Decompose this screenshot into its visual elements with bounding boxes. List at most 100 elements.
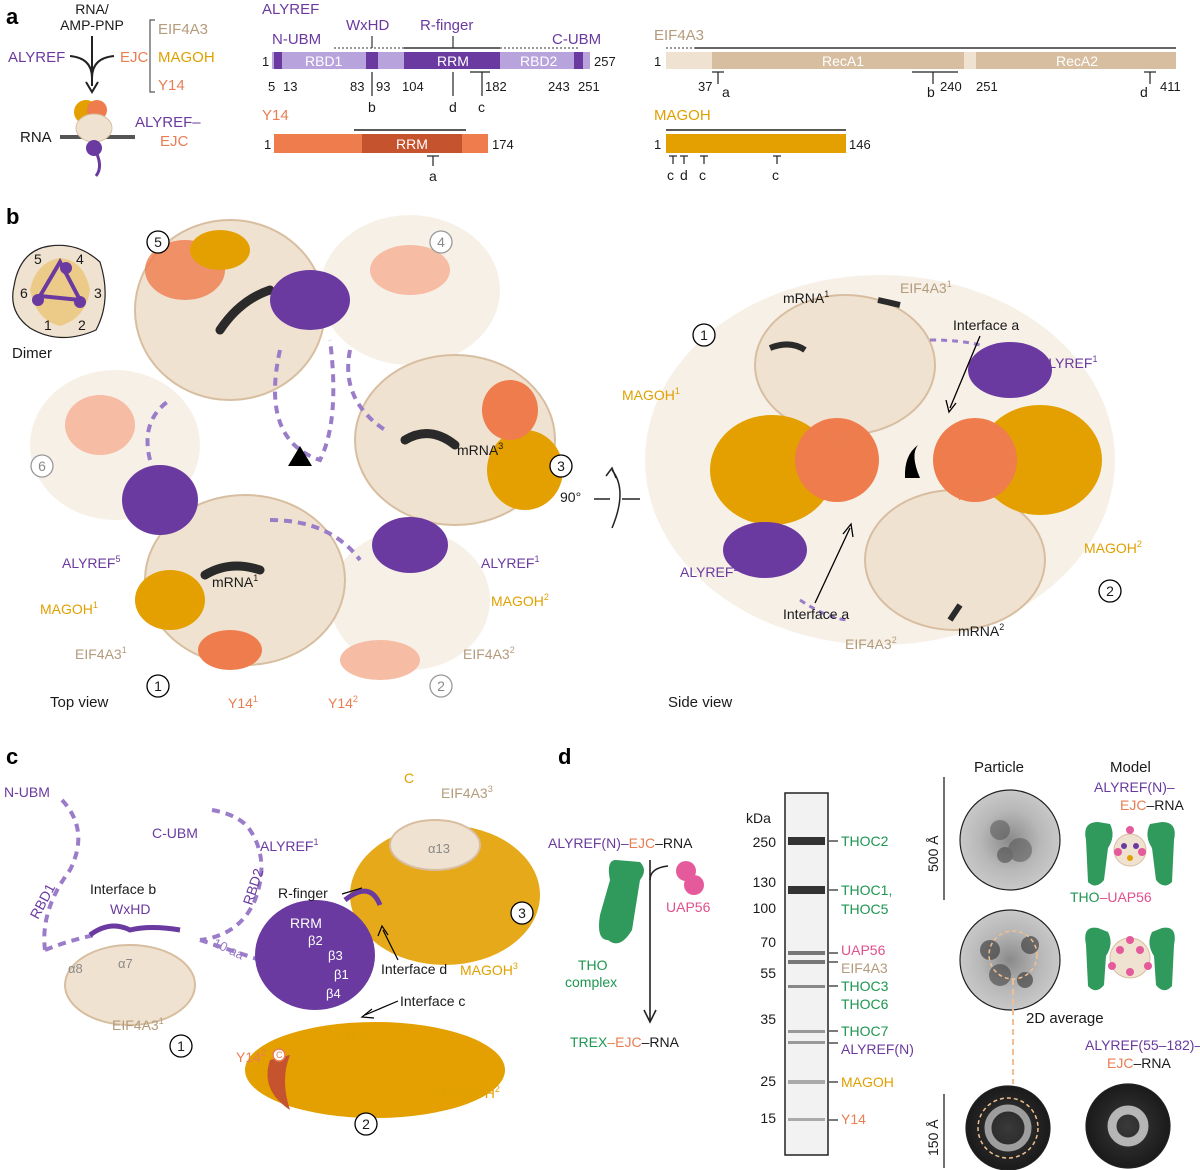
eif4a3-end: 411: [1160, 79, 1181, 94]
top-eif4a3-2: EIF4A32: [463, 645, 515, 662]
em-particle-header: Particle: [974, 759, 1024, 776]
sds-page-gel: kDa 250 130 100 70 55 35 25: [746, 792, 914, 1156]
c-c-circle: C: [276, 1050, 283, 1060]
threefold-axis-icon: [288, 446, 312, 466]
c-circle-3: 3: [518, 905, 526, 921]
complex-label-1: ALYREF–: [135, 114, 201, 131]
c-alyref1: ALYREF1: [260, 837, 318, 854]
alyref-site-b: b: [368, 99, 376, 115]
scheme-uap56: UAP56: [666, 899, 711, 915]
c-beta1: β1: [334, 967, 349, 982]
alyref-bar-title: ALYREF: [262, 1, 319, 18]
scheme-bottom-label: TREX–EJC–RNA: [570, 1034, 680, 1050]
panel-label-a: a: [6, 4, 19, 29]
inset-label-4: 4: [76, 251, 84, 267]
scheme-tho-1: THO: [578, 957, 608, 973]
panel-label-d: d: [558, 744, 571, 769]
alyref-end: 257: [594, 54, 616, 69]
side-magoh2: MAGOH2: [1084, 539, 1142, 556]
band-thoc1: THOC1,: [841, 882, 892, 898]
avg-header: 2D average: [1026, 1010, 1104, 1027]
tho-complex-icon: [599, 860, 644, 944]
panel-b: b 5 4 6 3 1 2 Dimer: [6, 204, 1142, 711]
y14-domain-map: Y14 RRM 1 174 a: [262, 107, 514, 184]
side-mrna2: mRNA2: [958, 622, 1004, 639]
em-particle-1: [959, 789, 1061, 891]
side-magoh1: MAGOH1: [622, 386, 680, 403]
alyref-tick-93: 93: [376, 79, 390, 94]
side-alyref1: ALYREF1: [1039, 354, 1097, 371]
top-view-circles: 5 4 6 3 1 2: [30, 230, 573, 698]
amp-pnp-label: AMP-PNP: [60, 17, 124, 33]
gel-bands: [788, 837, 825, 1121]
c-circle-2: 2: [362, 1116, 370, 1132]
alyref-tick-251: 251: [578, 79, 600, 94]
y14-rrm-label: RRM: [396, 136, 428, 152]
top-circle-4: 4: [437, 234, 445, 250]
gel-band-labels: THOC2 THOC1, THOC5 UAP56 EIF4A3 THOC3 TH…: [841, 833, 914, 1127]
inset-label-2: 2: [78, 317, 86, 333]
gel-lane: [784, 792, 829, 1156]
c-n-terminus: N: [346, 1029, 356, 1045]
reca1-label: RecA1: [822, 53, 864, 69]
model-cartoon-1: [1085, 822, 1175, 886]
alyref-tick-104: 104: [402, 79, 424, 94]
inset-label-5: 5: [34, 251, 42, 267]
inset-label-1: 1: [44, 317, 52, 333]
top-magoh1: MAGOH1: [40, 600, 98, 617]
panel-c: c N-UBM C-UBM ALYREF1 RBD1: [4, 744, 540, 1136]
c-alpha3: α3: [265, 1001, 280, 1016]
eif4a3-bar-title: EIF4A3: [654, 27, 704, 44]
c-c-terminus: C: [404, 770, 414, 786]
eif4a3-start: 1: [654, 54, 661, 69]
top-eif4a3-1: EIF4A31: [75, 645, 127, 662]
scale-label-150: 150 Å: [925, 1119, 941, 1156]
panel-a: a RNA/ AMP-PNP ALYREF EJC EIF4A3 MAGOH Y…: [6, 1, 1181, 184]
band-thoc7: THOC7: [841, 1023, 889, 1039]
reca2-label: RecA2: [1056, 53, 1098, 69]
panel-d: d ALYREF(N)–EJC–RNA UAP56 THO complex TR…: [548, 744, 1200, 1170]
band-eif4a3: EIF4A3: [841, 960, 888, 976]
c-r-finger: R-finger: [278, 885, 328, 901]
c-n-ubm: N-UBM: [4, 784, 50, 800]
alyref-tick-5: 5: [268, 79, 275, 94]
complex-label-2: EJC: [160, 133, 189, 150]
trex-assembly-scheme: ALYREF(N)–EJC–RNA UAP56 THO complex TREX…: [548, 835, 711, 1050]
alyref-label: ALYREF: [8, 49, 65, 66]
avg2-label-2: EJC–RNA: [1107, 1055, 1171, 1071]
alyref-site-c: c: [478, 99, 485, 115]
avg2-label-1: ALYREF(55–182)–: [1085, 1037, 1200, 1053]
magoh-label: MAGOH: [158, 49, 215, 66]
twofold-axis-icon: [904, 445, 920, 478]
side-mrna1: mRNA1: [783, 289, 829, 306]
side-y14-2: Y142: [955, 486, 985, 503]
c-interface-c: Interface c: [400, 993, 465, 1009]
alyref-tick-83: 83: [350, 79, 364, 94]
top-mrna3: mRNA3: [457, 441, 503, 458]
band-uap56: UAP56: [841, 942, 886, 958]
side-eif4a3-2: EIF4A32: [845, 635, 897, 652]
side-circle-1: 1: [700, 327, 708, 343]
panel-label-b: b: [6, 204, 19, 229]
inset-label-3: 3: [94, 285, 102, 301]
top-circle-1: 1: [154, 678, 162, 694]
top-circle-3: 3: [557, 458, 565, 474]
marker-70: 70: [760, 934, 776, 950]
band-y14: Y14: [841, 1111, 866, 1127]
panel-label-c: c: [6, 744, 18, 769]
c-beta3: β3: [328, 948, 343, 963]
n-ubm-label: N-UBM: [272, 31, 321, 48]
top-y14-1: Y141: [228, 694, 258, 711]
marker-130: 130: [753, 874, 777, 890]
c-alpha13: α13: [428, 841, 450, 856]
r-finger-label: R-finger: [420, 17, 473, 34]
ejc-label: EJC: [120, 49, 149, 66]
rna-label: RNA/: [75, 1, 109, 17]
c-y14-2: Y142: [236, 1048, 266, 1065]
band-alyref-n: ALYREF(N): [841, 1041, 914, 1057]
rbd2-label: RBD2: [520, 53, 558, 69]
eif4a3-site-b: b: [927, 84, 935, 100]
c-rbd2: RBD2: [240, 866, 267, 907]
top-alyref1: ALYREF1: [481, 554, 539, 571]
